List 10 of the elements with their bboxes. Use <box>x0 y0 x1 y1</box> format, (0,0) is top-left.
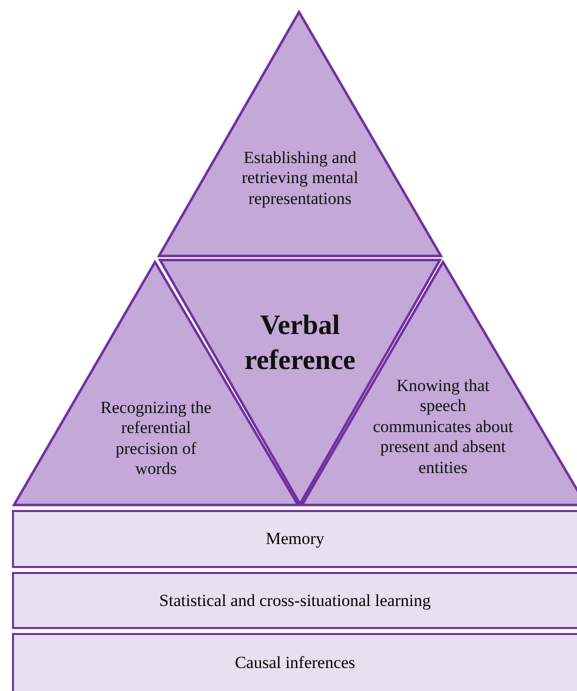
triangle-label: Recognizing the referential precision of words <box>100 398 212 480</box>
layer-bar <box>12 633 577 691</box>
bar-label: Memory <box>266 529 324 549</box>
bar-label: Statistical and cross-situational learning <box>159 590 431 610</box>
triangle-label: Knowing that speech communicates about present and absent entities <box>372 376 514 478</box>
layer-bar <box>12 572 577 629</box>
layer-bar <box>12 510 577 568</box>
center-title: Verbal reference <box>244 309 356 378</box>
bar-label: Causal inferences <box>234 653 356 673</box>
triangle-label: Establishing and retrieving mental representations <box>240 148 360 210</box>
